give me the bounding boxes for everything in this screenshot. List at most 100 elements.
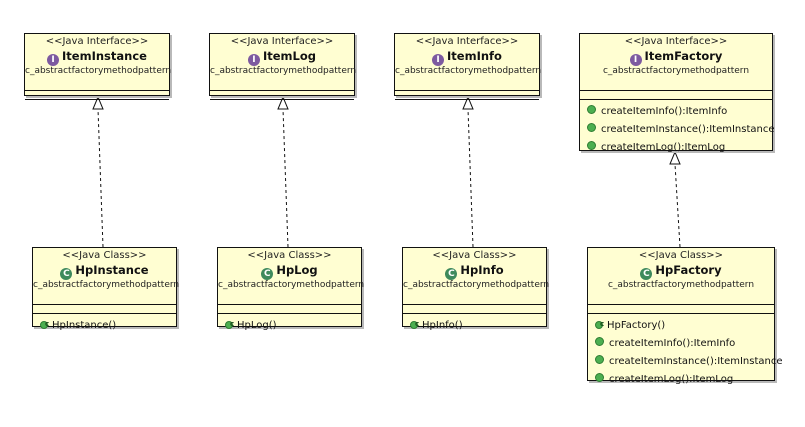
package-label: c_abstractfactorymethodpattern bbox=[25, 66, 172, 76]
realization-line-hp-info bbox=[467, 108, 474, 248]
public-method-icon bbox=[595, 355, 604, 364]
stereotype-label: <<Java Interface>> bbox=[45, 36, 149, 47]
constructor-label: HpInstance() bbox=[52, 320, 117, 331]
operations-compartment bbox=[395, 99, 539, 106]
operation-row[interactable]: createItemLog():ItemLog bbox=[580, 139, 772, 157]
package-label: c_abstractfactorymethodpattern bbox=[210, 66, 357, 76]
interface-name: ItemLog bbox=[262, 49, 317, 63]
constructor-icon: c bbox=[410, 320, 419, 329]
stereotype-label: <<Java Interface>> bbox=[230, 36, 334, 47]
attributes-compartment bbox=[588, 304, 774, 313]
public-method-icon bbox=[595, 373, 604, 382]
public-method-icon bbox=[595, 337, 604, 346]
stereotype-label: <<Java Class>> bbox=[432, 250, 517, 261]
hollow-triangle-arrowhead bbox=[669, 150, 681, 165]
attributes-compartment bbox=[210, 90, 354, 99]
interface-i-icon: I bbox=[432, 54, 445, 66]
constructor-label: HpFactory() bbox=[607, 320, 666, 331]
operations-compartment: createItemInfo():ItemInfo createItemInsta… bbox=[580, 99, 775, 160]
attributes-compartment bbox=[403, 304, 546, 313]
attributes-compartment bbox=[25, 90, 169, 99]
operations-compartment bbox=[210, 99, 354, 106]
attributes-compartment bbox=[395, 90, 539, 99]
class-c-icon: C bbox=[60, 268, 73, 280]
realization-line-hp-log bbox=[282, 108, 289, 248]
class-name: HpInstance bbox=[75, 263, 149, 277]
operation-label: createItemLog():ItemLog bbox=[609, 374, 734, 385]
class-name: HpInfo bbox=[460, 263, 504, 277]
public-method-icon bbox=[587, 123, 596, 132]
operation-row[interactable]: createItemInstance():ItemInstance bbox=[580, 121, 775, 139]
stereotype-label: <<Java Class>> bbox=[638, 250, 724, 261]
constructor-icon: c bbox=[225, 320, 234, 329]
class-c-icon: C bbox=[640, 268, 653, 280]
public-method-icon bbox=[587, 105, 596, 114]
public-method-icon bbox=[587, 141, 596, 150]
stereotype-label: <<Java Interface>> bbox=[415, 36, 519, 47]
package-label: c_abstractfactorymethodpattern bbox=[403, 280, 550, 290]
stereotype-label: <<Java Class>> bbox=[62, 250, 147, 261]
attributes-compartment bbox=[218, 304, 361, 313]
class-name: HpLog bbox=[276, 263, 318, 277]
operation-label: createItemLog():ItemLog bbox=[601, 142, 726, 153]
stereotype-label: <<Java Interface>> bbox=[624, 36, 728, 47]
constructor-label: HpLog() bbox=[237, 320, 277, 331]
stereotype-label: <<Java Class>> bbox=[247, 250, 332, 261]
operation-label: createItemInstance():ItemInstance bbox=[609, 356, 783, 367]
class-name: HpFactory bbox=[655, 263, 722, 277]
hollow-triangle-arrowhead bbox=[277, 95, 289, 110]
operation-row[interactable]: createItemInfo():ItemInfo bbox=[588, 335, 774, 353]
operation-label: createItemInfo():ItemInfo bbox=[601, 106, 728, 117]
operation-row[interactable]: createItemInstance():ItemInstance bbox=[588, 353, 783, 371]
realization-line-hp-instance bbox=[97, 108, 104, 248]
hollow-triangle-arrowhead bbox=[462, 95, 474, 110]
attributes-compartment bbox=[580, 90, 772, 99]
interface-name: ItemInfo bbox=[447, 49, 502, 63]
operations-compartment bbox=[25, 99, 169, 106]
operation-row[interactable]: createItemInfo():ItemInfo bbox=[580, 103, 772, 121]
interface-i-icon: I bbox=[247, 54, 260, 66]
operation-row[interactable]: createItemLog():ItemLog bbox=[588, 371, 774, 389]
constructor-label: HpInfo() bbox=[422, 320, 463, 331]
realization-line-hp-factory bbox=[674, 163, 681, 248]
operation-label: createItemInstance():ItemInstance bbox=[601, 124, 775, 135]
interface-name: ItemInstance bbox=[62, 49, 147, 63]
interface-i-icon: I bbox=[47, 54, 60, 66]
constructor-icon: c bbox=[595, 320, 604, 329]
constructor-icon: c bbox=[40, 320, 49, 329]
class-c-icon: C bbox=[445, 268, 458, 280]
package-label: c_abstractfactorymethodpattern bbox=[607, 280, 755, 290]
